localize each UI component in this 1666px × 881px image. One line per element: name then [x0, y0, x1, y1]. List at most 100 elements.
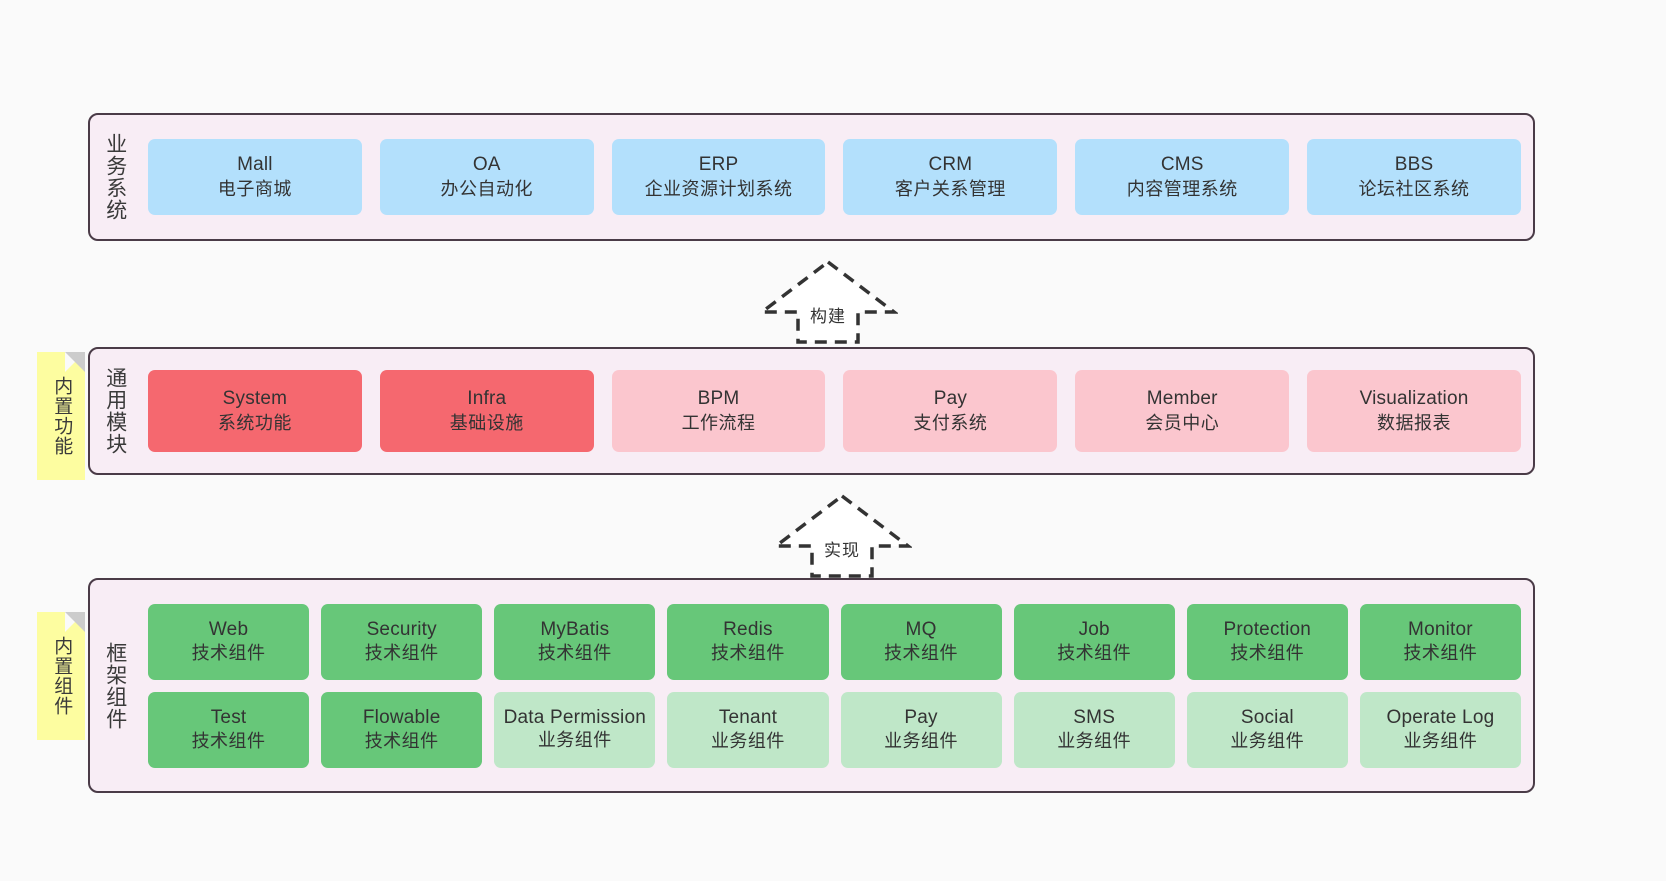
business-card-oa-title: OA: [472, 154, 501, 176]
module-card-bpm-title: BPM: [697, 388, 740, 410]
component-card-sms[interactable]: SMS 业务组件: [1013, 691, 1175, 768]
layer-common-caption: 通用模块: [103, 367, 127, 455]
component-card-sms-subtitle: 业务组件: [1057, 731, 1132, 752]
component-card-security[interactable]: Security 技术组件: [321, 603, 483, 680]
component-card-flowable-subtitle: 技术组件: [364, 731, 439, 752]
component-card-social-title: Social: [1240, 706, 1294, 728]
business-card-erp-title: ERP: [698, 154, 739, 176]
component-card-pay-subtitle: 业务组件: [884, 731, 959, 752]
component-card-mq-title: MQ: [905, 618, 937, 640]
component-card-job-title: Job: [1078, 618, 1110, 640]
module-card-system-subtitle: 系统功能: [217, 412, 292, 433]
component-card-tenant-title: Tenant: [718, 706, 778, 728]
component-card-operate-log-title: Operate Log: [1386, 706, 1495, 728]
module-card-system-title: System: [222, 388, 288, 410]
module-card-infra-title: Infra: [467, 388, 507, 410]
component-card-operate-log[interactable]: Operate Log 业务组件: [1359, 691, 1521, 768]
component-card-flowable[interactable]: Flowable 技术组件: [321, 691, 483, 768]
component-card-web[interactable]: Web 技术组件: [148, 603, 310, 680]
note-builtin-components-label: 内置组件: [51, 636, 73, 716]
component-card-web-title: Web: [208, 618, 249, 640]
business-card-crm-subtitle: 客户关系管理: [894, 178, 1006, 199]
arrow-build-label: 构建: [810, 307, 846, 326]
business-card-cms-subtitle: 内容管理系统: [1126, 178, 1238, 199]
note-fold-corner-icon: [65, 352, 85, 372]
component-card-redis-subtitle: 技术组件: [710, 643, 785, 664]
component-card-job[interactable]: Job 技术组件: [1013, 603, 1175, 680]
component-card-pay-title: Pay: [904, 706, 938, 728]
business-card-crm-title: CRM: [928, 154, 973, 176]
layer-business-caption: 业务系统: [103, 133, 127, 221]
dashed-hollow-arrow-icon: [758, 259, 898, 344]
component-card-protection[interactable]: Protection 技术组件: [1186, 603, 1348, 680]
arrow-build: 构建: [758, 258, 898, 344]
module-card-pay-title: Pay: [933, 388, 968, 410]
component-card-data-permission-title: Data Permission: [503, 706, 646, 728]
business-card-erp-subtitle: 企业资源计划系统: [644, 178, 793, 199]
component-card-protection-title: Protection: [1223, 618, 1312, 640]
component-card-mybatis-subtitle: 技术组件: [537, 643, 612, 664]
business-card-bbs-subtitle: 论坛社区系统: [1358, 178, 1470, 199]
component-card-operate-log-subtitle: 业务组件: [1403, 731, 1478, 752]
component-card-test-title: Test: [210, 706, 247, 728]
component-card-mq[interactable]: MQ 技术组件: [840, 603, 1002, 680]
component-card-test[interactable]: Test 技术组件: [148, 691, 310, 768]
component-card-job-subtitle: 技术组件: [1057, 643, 1132, 664]
component-card-web-subtitle: 技术组件: [191, 643, 266, 664]
arrow-implement-label: 实现: [824, 541, 860, 560]
component-card-mybatis[interactable]: MyBatis 技术组件: [494, 603, 656, 680]
module-card-infra-subtitle: 基础设施: [449, 412, 524, 433]
note-builtin-features-label: 内置功能: [51, 376, 73, 456]
business-card-mall-subtitle: 电子商城: [217, 178, 292, 199]
component-card-protection-subtitle: 技术组件: [1230, 643, 1305, 664]
module-card-visualization-title: Visualization: [1359, 388, 1469, 410]
dashed-hollow-arrow-icon: [772, 493, 912, 578]
component-card-mybatis-title: MyBatis: [540, 618, 610, 640]
module-card-visualization-subtitle: 数据报表: [1377, 412, 1452, 433]
component-card-redis[interactable]: Redis 技术组件: [667, 603, 829, 680]
module-card-bpm-subtitle: 工作流程: [681, 412, 756, 433]
component-card-flowable-title: Flowable: [362, 706, 441, 728]
component-card-mq-subtitle: 技术组件: [884, 643, 959, 664]
component-card-redis-title: Redis: [723, 618, 773, 640]
component-card-social-subtitle: 业务组件: [1230, 731, 1305, 752]
module-card-pay-subtitle: 支付系统: [913, 412, 988, 433]
component-card-pay[interactable]: Pay 业务组件: [840, 691, 1002, 768]
layer-framework-caption: 框架组件: [103, 641, 127, 730]
component-card-tenant[interactable]: Tenant 业务组件: [667, 691, 829, 768]
arrow-implement: 实现: [772, 492, 912, 578]
business-card-cms-title: CMS: [1160, 154, 1204, 176]
module-card-member-title: Member: [1146, 388, 1218, 410]
component-card-tenant-subtitle: 业务组件: [710, 731, 785, 752]
component-card-social[interactable]: Social 业务组件: [1186, 691, 1348, 768]
component-card-data-permission-subtitle: 业务组件: [537, 730, 612, 751]
component-card-test-subtitle: 技术组件: [191, 731, 266, 752]
component-card-security-subtitle: 技术组件: [364, 643, 439, 664]
component-card-security-title: Security: [366, 618, 437, 640]
component-card-monitor-subtitle: 技术组件: [1403, 643, 1478, 664]
note-fold-corner-icon: [65, 612, 85, 632]
component-card-sms-title: SMS: [1073, 706, 1116, 728]
